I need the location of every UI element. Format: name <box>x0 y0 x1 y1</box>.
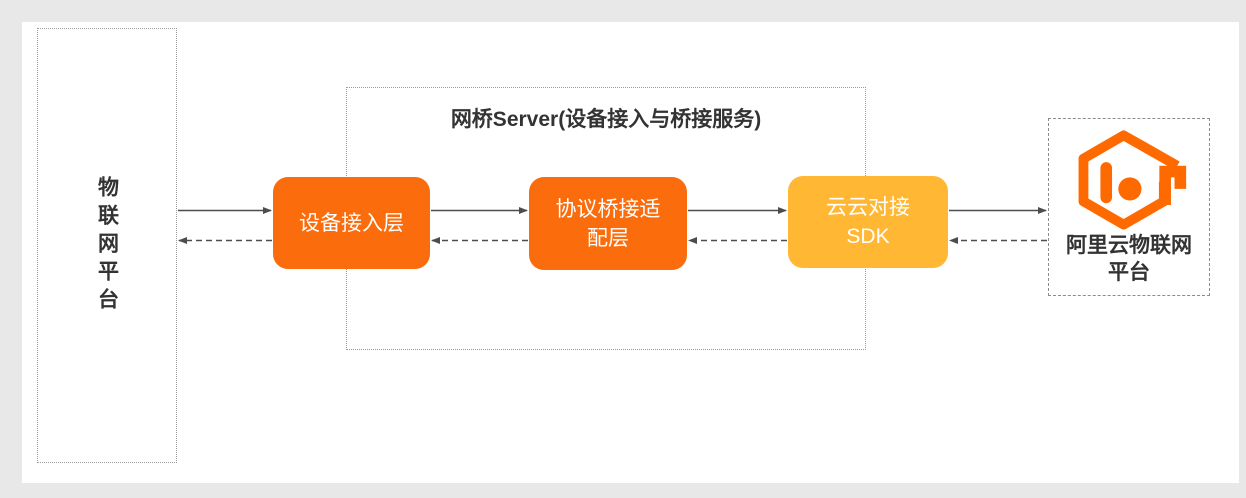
aliyun-iot-logo-icon <box>1078 130 1187 230</box>
device-access-node: 设备接入层 <box>273 177 430 269</box>
protocol-bridge-label: 协议桥接适 配层 <box>555 197 661 250</box>
protocol-bridge-node: 协议桥接适 配层 <box>529 177 687 270</box>
iot-platform-label: 物联网平台 <box>95 175 119 316</box>
bridge-server-title: 网桥Server(设备接入与桥接服务) <box>450 108 762 131</box>
cloud-sdk-label: 云云对接 SDK <box>826 196 910 248</box>
aliyun-platform-label: 阿里云物联网 平台 <box>1066 234 1192 284</box>
device-access-label: 设备接入层 <box>299 211 404 235</box>
aliyun-platform-box: 阿里云物联网 平台 <box>1048 118 1210 296</box>
cloud-sdk-node: 云云对接 SDK <box>788 176 948 268</box>
iot-platform-box: 物联网平台 <box>37 28 177 463</box>
